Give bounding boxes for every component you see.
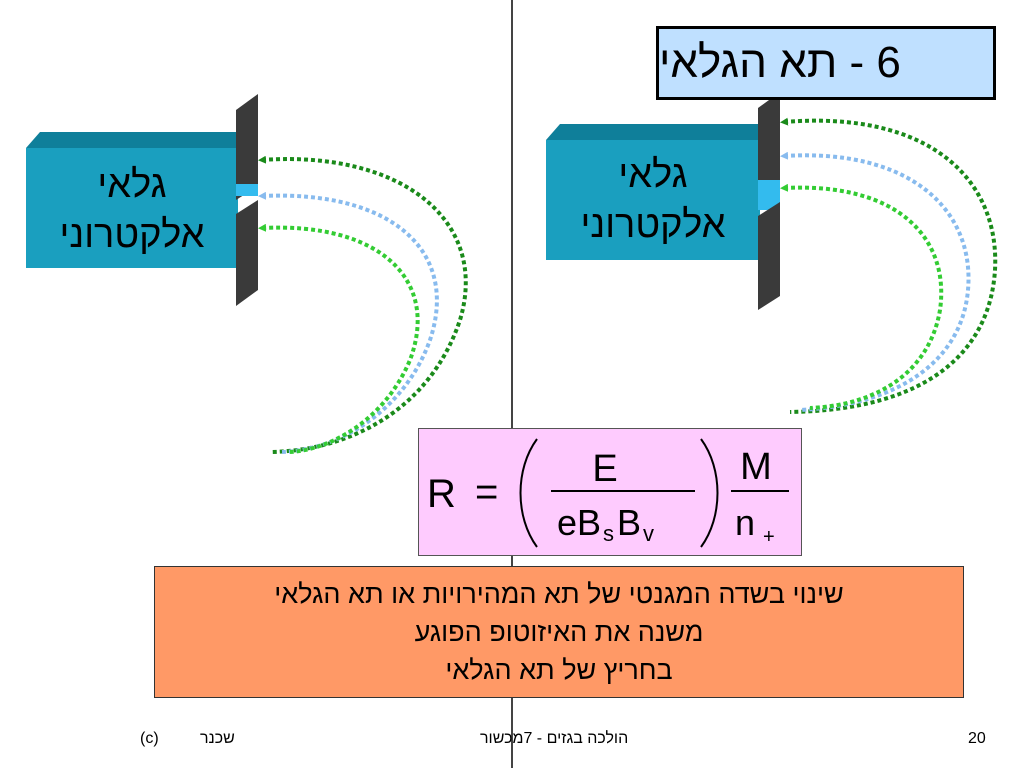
- formula-paren-right: [700, 438, 719, 548]
- right-arc-light-blue: [780, 151, 971, 412]
- right-plate-lower: [758, 202, 780, 310]
- right-arc-green: [780, 183, 944, 410]
- formula-den-B1: B: [577, 502, 601, 543]
- note-line-1: שינוי בשדה המגנטי של תא המהירויות או תא …: [274, 579, 844, 609]
- formula: R = E e B s B v M n +: [427, 438, 789, 548]
- right-detector-box: [546, 140, 760, 260]
- note-line-3: בחריץ של תא הגלאי: [445, 655, 673, 685]
- right-detector: [546, 92, 998, 414]
- left-detector-label-line2: אלקטרוני: [59, 214, 205, 256]
- right-detector-label-line1: גלאי: [618, 154, 688, 196]
- formula-paren-left: [519, 438, 538, 548]
- note-line-2: משנה את האיזוטופ הפוגע: [414, 617, 704, 647]
- right-detector-box-top: [546, 124, 772, 140]
- formula-den-v: v: [643, 521, 654, 546]
- formula-lhs: R: [427, 472, 456, 516]
- center-divider: [511, 0, 513, 768]
- left-detector-label: גלאי אלקטרוני: [26, 160, 238, 260]
- left-detector: [26, 94, 468, 454]
- footer-copyright: (c): [140, 730, 159, 747]
- footer-author: שכנר: [200, 730, 235, 747]
- left-arc-dark-green: [258, 155, 468, 454]
- formula-numerator: E: [592, 448, 617, 490]
- formula-den-e: e: [557, 502, 577, 543]
- right-plate-upper: [758, 92, 780, 196]
- formula-equals: =: [475, 470, 498, 514]
- right-detector-label-line2: אלקטרוני: [580, 204, 726, 246]
- note-box: שינוי בשדה המגנטי של תא המהירויות או תא …: [154, 566, 964, 698]
- left-detector-label-line1: גלאי: [97, 164, 167, 206]
- left-slit: [236, 184, 258, 196]
- formula-box: R = E e B s B v M n +: [418, 428, 802, 556]
- left-arc-green: [258, 223, 420, 454]
- formula-den-B2: B: [617, 502, 641, 543]
- right-detector-label: גלאי אלקטרוני: [546, 150, 760, 250]
- formula-den-s: s: [603, 521, 614, 546]
- slide-title-text: 6 - תא הגלאי: [659, 38, 901, 87]
- slide-title: 6 - תא הגלאי: [656, 26, 996, 100]
- left-detector-box-top: [26, 132, 250, 148]
- footer-page-number: 20: [968, 730, 986, 747]
- right-slit: [758, 180, 780, 210]
- left-plate-upper: [236, 94, 258, 200]
- formula-mass: M: [740, 446, 772, 488]
- formula-charge: n: [735, 502, 755, 543]
- formula-charge-sign: +: [763, 526, 775, 548]
- right-arc-dark-green: [780, 117, 998, 414]
- left-detector-box: [26, 148, 238, 268]
- left-arc-light-blue: [258, 191, 439, 454]
- left-plate-lower: [236, 200, 258, 306]
- footer-course: הולכה בגזים - 7מכשור: [480, 730, 629, 747]
